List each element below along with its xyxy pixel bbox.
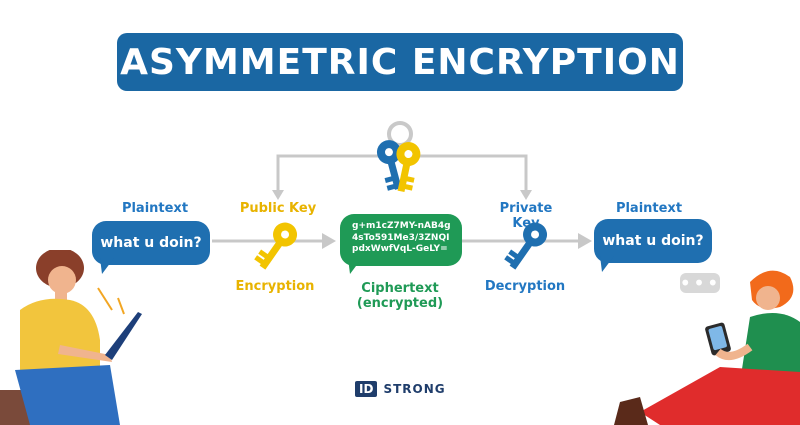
ciphertext-label-line2: (encrypted) bbox=[356, 296, 444, 311]
encryption-label: Encryption bbox=[235, 279, 315, 294]
left-message-bubble: what u doin? bbox=[92, 221, 210, 265]
private-key-icon bbox=[504, 222, 548, 270]
bubble-tail bbox=[100, 258, 114, 274]
arrow-icon bbox=[272, 190, 284, 200]
person-with-phone-illustration bbox=[614, 270, 800, 425]
arrow-icon bbox=[322, 233, 336, 249]
bubble-tail bbox=[348, 258, 362, 274]
public-key-label: Public Key bbox=[239, 201, 317, 216]
ciphertext-text: g+m1cZ7MY-nAB4g4sTo591Me3/3ZNQIpdxWwfVqL… bbox=[352, 221, 451, 254]
ciphertext-label: Ciphertext (encrypted) bbox=[350, 281, 450, 311]
title-banner: ASYMMETRIC ENCRYPTION bbox=[117, 33, 683, 91]
brand-word: STRONG bbox=[383, 382, 446, 396]
ciphertext-label-line1: Ciphertext bbox=[361, 281, 439, 296]
typing-indicator: ••• bbox=[679, 271, 721, 295]
right-plaintext-label: Plaintext bbox=[615, 201, 683, 216]
arrow-icon bbox=[520, 190, 532, 200]
right-message-text: what u doin? bbox=[602, 233, 704, 249]
left-message-text: what u doin? bbox=[100, 235, 202, 251]
right-message-bubble: what u doin? bbox=[594, 219, 712, 263]
bubble-tail bbox=[600, 256, 614, 272]
brand-logo: ID STRONG bbox=[355, 381, 446, 397]
page-title: ASYMMETRIC ENCRYPTION bbox=[120, 41, 680, 83]
public-key-icon bbox=[254, 222, 298, 270]
decryption-label: Decryption bbox=[484, 279, 566, 294]
person-with-laptop-illustration bbox=[0, 250, 142, 425]
ciphertext-bubble: g+m1cZ7MY-nAB4g4sTo591Me3/3ZNQIpdxWwfVqL… bbox=[340, 214, 462, 266]
key-pair-icon bbox=[376, 121, 421, 193]
arrow-icon bbox=[578, 233, 592, 249]
brand-box: ID bbox=[355, 381, 378, 397]
left-plaintext-label: Plaintext bbox=[121, 201, 189, 216]
